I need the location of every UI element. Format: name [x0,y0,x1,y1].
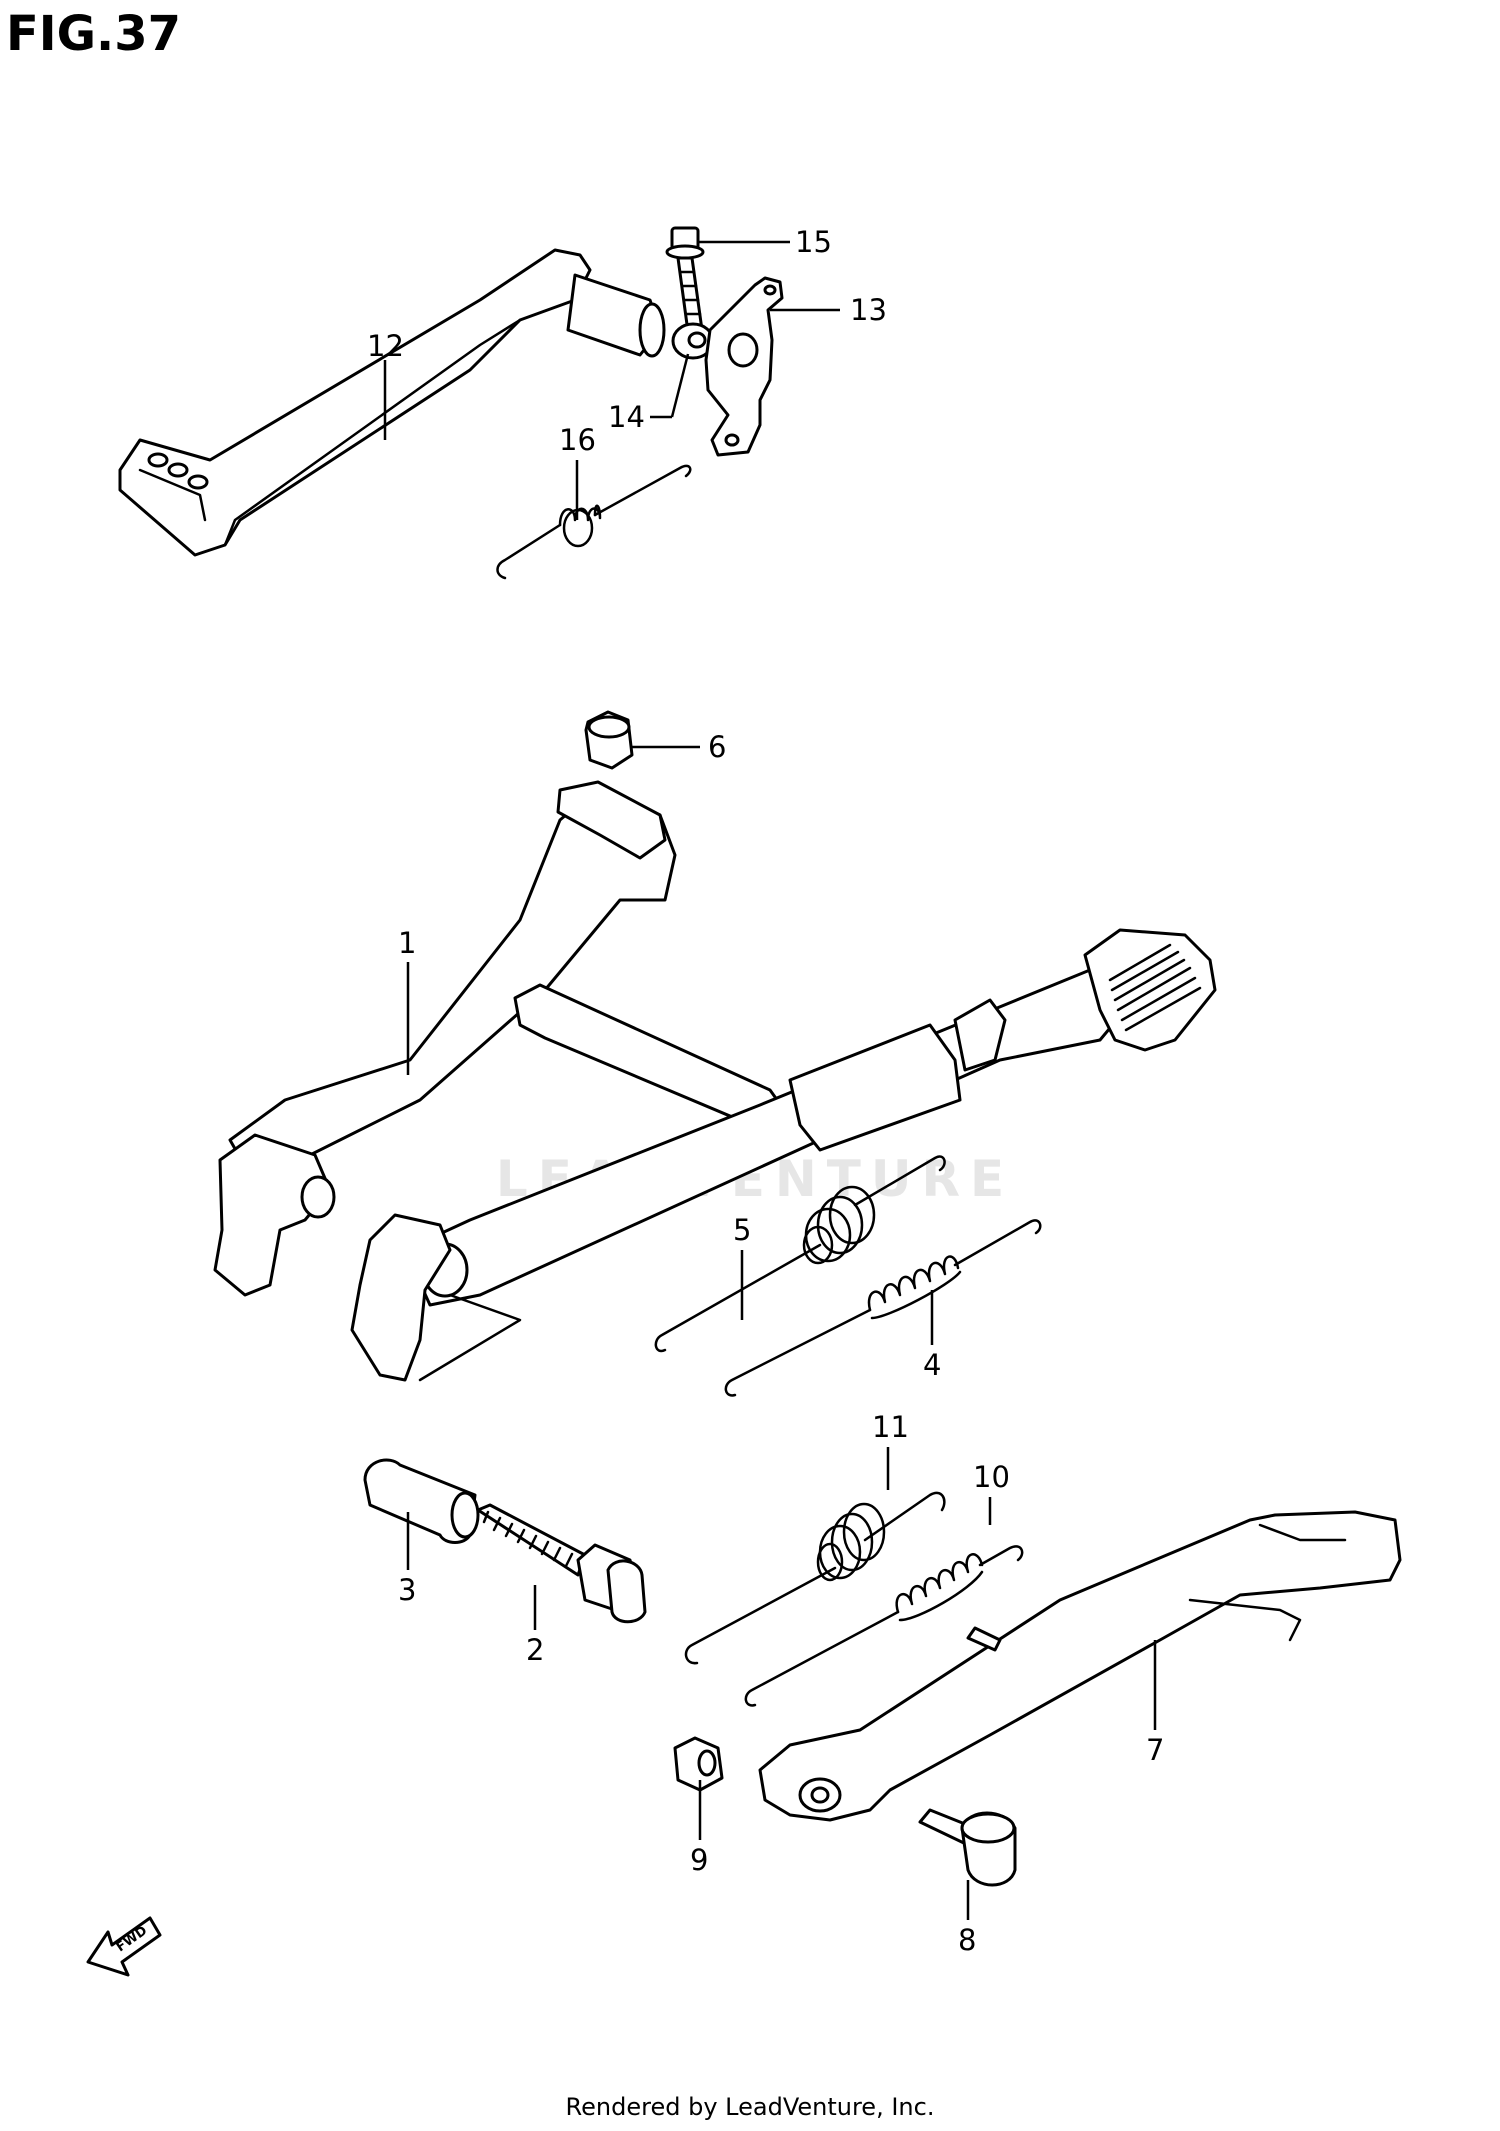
part-7-side-stand[interactable] [758,1510,1402,1822]
callout-4: 4 [923,1348,941,1382]
callout-5: 5 [733,1213,751,1247]
part-2-bolt[interactable] [476,1503,647,1624]
figure-title: FIG.37 [6,6,182,62]
callout-10: 10 [973,1460,1010,1494]
callout-14: 14 [608,400,645,434]
callout-8: 8 [958,1923,976,1957]
fwd-arrow-icon: FWD [86,1916,162,1977]
part-4-spring[interactable] [724,1219,1042,1397]
part-6-cap[interactable] [584,710,634,770]
footer-credit: Rendered by LeadVenture, Inc. [565,2093,935,2121]
part-16-spring[interactable] [496,464,692,580]
part-9-nut[interactable] [673,1736,724,1792]
callout-1: 1 [398,926,416,960]
part-10-spring[interactable] [744,1545,1024,1707]
callout-15: 15 [795,225,832,259]
part-12-brake-pedal[interactable] [118,248,666,557]
callout-7: 7 [1146,1733,1164,1767]
part-1-center-stand[interactable] [213,780,1217,1382]
callout-16: 16 [559,423,596,457]
part-3-collar[interactable] [363,1458,480,1544]
callout-11: 11 [872,1410,909,1444]
callout-12: 12 [367,329,404,363]
part-11-spring[interactable] [684,1491,946,1665]
leader-lines [383,240,1157,1920]
callout-3: 3 [398,1573,416,1607]
part-8-shoulder-bolt[interactable] [918,1808,1017,1887]
part-15-bolt[interactable] [665,226,705,334]
callout-labels: 15 13 14 12 16 6 1 5 4 11 10 3 2 7 9 8 [367,225,1164,1957]
callout-9: 9 [690,1843,708,1877]
callout-6: 6 [708,730,726,764]
callout-13: 13 [850,293,887,327]
part-13-lever-arm[interactable] [704,276,784,457]
callout-2: 2 [526,1633,544,1667]
part-5-spring[interactable] [654,1155,946,1353]
